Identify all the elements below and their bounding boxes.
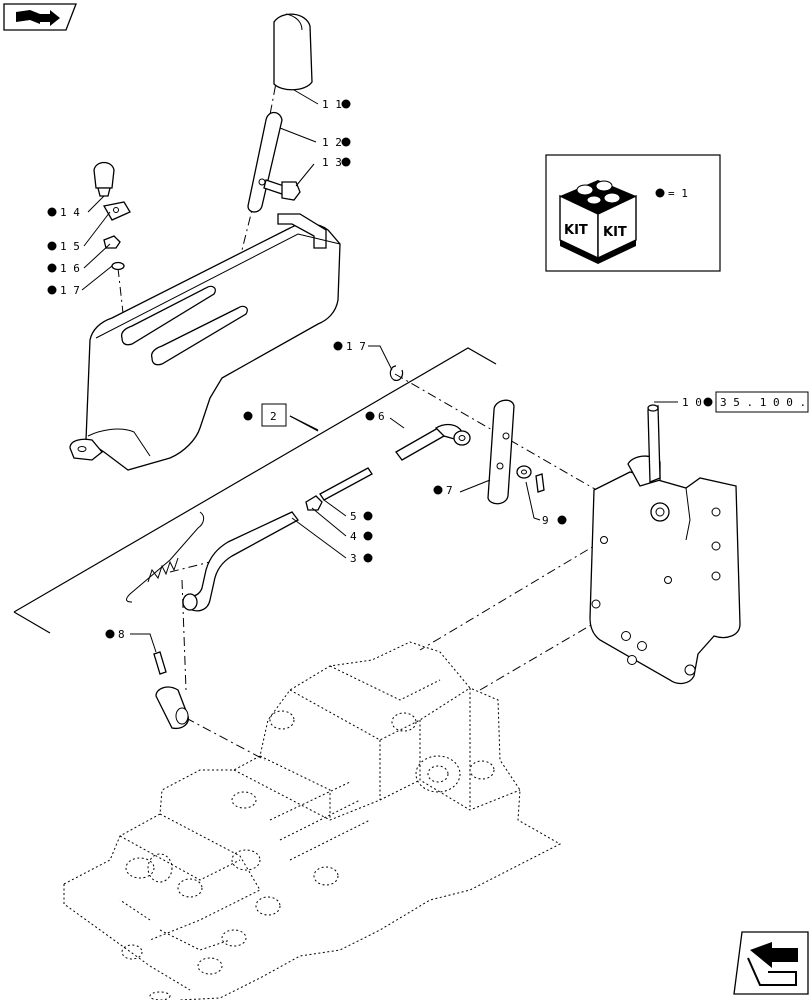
control-rod	[182, 511, 299, 612]
callout-5: 5	[350, 510, 373, 523]
callout-9: 9	[542, 514, 567, 527]
svg-text:6: 6	[378, 410, 385, 423]
callout-11: 1 1	[322, 98, 351, 111]
callout-7: 7	[433, 484, 453, 497]
reference-link-box[interactable]	[715, 391, 809, 413]
callout-13: 1 3	[322, 156, 351, 169]
callout-17-right: 1 7	[333, 340, 366, 353]
callout-12: 1 2	[322, 136, 351, 149]
svg-text:7: 7	[446, 484, 453, 497]
callout-3: 3	[350, 552, 373, 565]
svg-text:9: 9	[542, 514, 549, 527]
washer-and-pin	[516, 465, 545, 493]
svg-text:8: 8	[118, 628, 125, 641]
mounting-bracket	[589, 404, 741, 685]
link-plate	[487, 399, 515, 505]
callout-4: 4	[350, 530, 373, 543]
spring	[126, 511, 205, 603]
svg-text:1 5: 1 5	[60, 240, 80, 253]
rod-upper	[395, 423, 471, 461]
callout-16: 1 6	[47, 262, 80, 275]
svg-text:1 7: 1 7	[346, 340, 366, 353]
callout-8: 8	[105, 628, 125, 641]
callouts: 1 1 1 2 1 3 1 4 1 5 1 6 1 7 1 7	[47, 98, 812, 641]
kit-box-icon: KIT KIT	[559, 180, 637, 264]
kit-bullet	[655, 188, 665, 198]
svg-text:1 6: 1 6	[60, 262, 80, 275]
callout-2: 2	[243, 403, 287, 427]
callout-15: 1 5	[47, 240, 80, 253]
svg-text:3: 3	[350, 552, 357, 565]
callout-10: 1 0 3 5 . 1 0 0 . 0 8	[682, 391, 812, 413]
svg-text:1 0: 1 0	[682, 396, 702, 409]
svg-text:1 2: 1 2	[322, 136, 342, 149]
leader-lines	[81, 89, 678, 653]
callout-14: 1 4	[47, 206, 80, 219]
small-hardware-stack	[93, 161, 131, 271]
callout-17-left: 1 7	[47, 284, 80, 297]
svg-text:1 3: 1 3	[322, 156, 342, 169]
book-arrow-icon[interactable]	[3, 3, 77, 31]
lever-knob	[273, 13, 313, 91]
svg-text:1 4: 1 4	[60, 206, 80, 219]
kit-word-right: KIT	[603, 225, 627, 240]
kit-word-left: KIT	[564, 223, 588, 238]
svg-text:1 7: 1 7	[60, 284, 80, 297]
pin-rod	[305, 467, 373, 511]
svg-text:4: 4	[350, 530, 357, 543]
next-page-arrow-icon[interactable]	[733, 931, 809, 995]
lift-housing-dotted	[63, 641, 562, 1000]
retainer-clip	[389, 365, 404, 381]
lever-bar	[247, 111, 283, 213]
kit-equals-label: = 1	[668, 187, 688, 200]
bushing-and-pin	[153, 651, 189, 730]
svg-text:2: 2	[270, 410, 277, 423]
svg-text:1 1: 1 1	[322, 98, 342, 111]
reference-link-text[interactable]: 3 5 . 1 0 0 . 0 8	[720, 396, 812, 409]
callout-6: 6	[365, 410, 385, 423]
svg-text:5: 5	[350, 510, 357, 523]
bolt	[263, 179, 301, 201]
kit-legend-box: KIT KIT = 1	[545, 154, 721, 272]
lever-housing	[69, 213, 341, 471]
